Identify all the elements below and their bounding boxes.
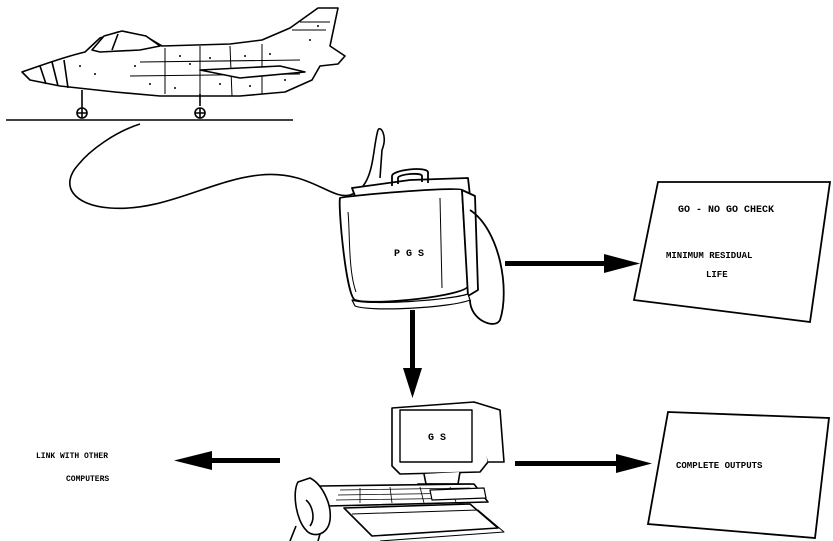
pgs-label: P G S (394, 249, 424, 260)
link-other-label: LINK WITH OTHER (36, 452, 108, 461)
arrow-left-icon (174, 451, 280, 470)
gs-label: G S (428, 433, 446, 444)
briefcase-icon (338, 168, 505, 325)
computers-label: COMPUTERS (66, 475, 109, 484)
go-no-go-label: GO - NO GO CHECK (678, 205, 774, 216)
arrow-right-icon (515, 454, 652, 473)
arrow-right-icon (505, 254, 640, 273)
jet-aircraft-icon (21, 7, 346, 108)
life-label: LIFE (706, 270, 728, 280)
minimum-residual-label: MINIMUM RESIDUAL (666, 251, 752, 261)
go-no-go-output-sheet: GO - NO GO CHECK MINIMUM RESIDUAL LIFE (632, 181, 832, 324)
landing-wheels (76, 107, 206, 119)
arrow-down-icon (403, 310, 422, 398)
complete-outputs-label: COMPLETE OUTPUTS (676, 461, 763, 471)
connection-cable (68, 123, 385, 210)
computer-workstation-icon (289, 401, 505, 541)
complete-outputs-sheet: COMPLETE OUTPUTS (646, 411, 831, 539)
